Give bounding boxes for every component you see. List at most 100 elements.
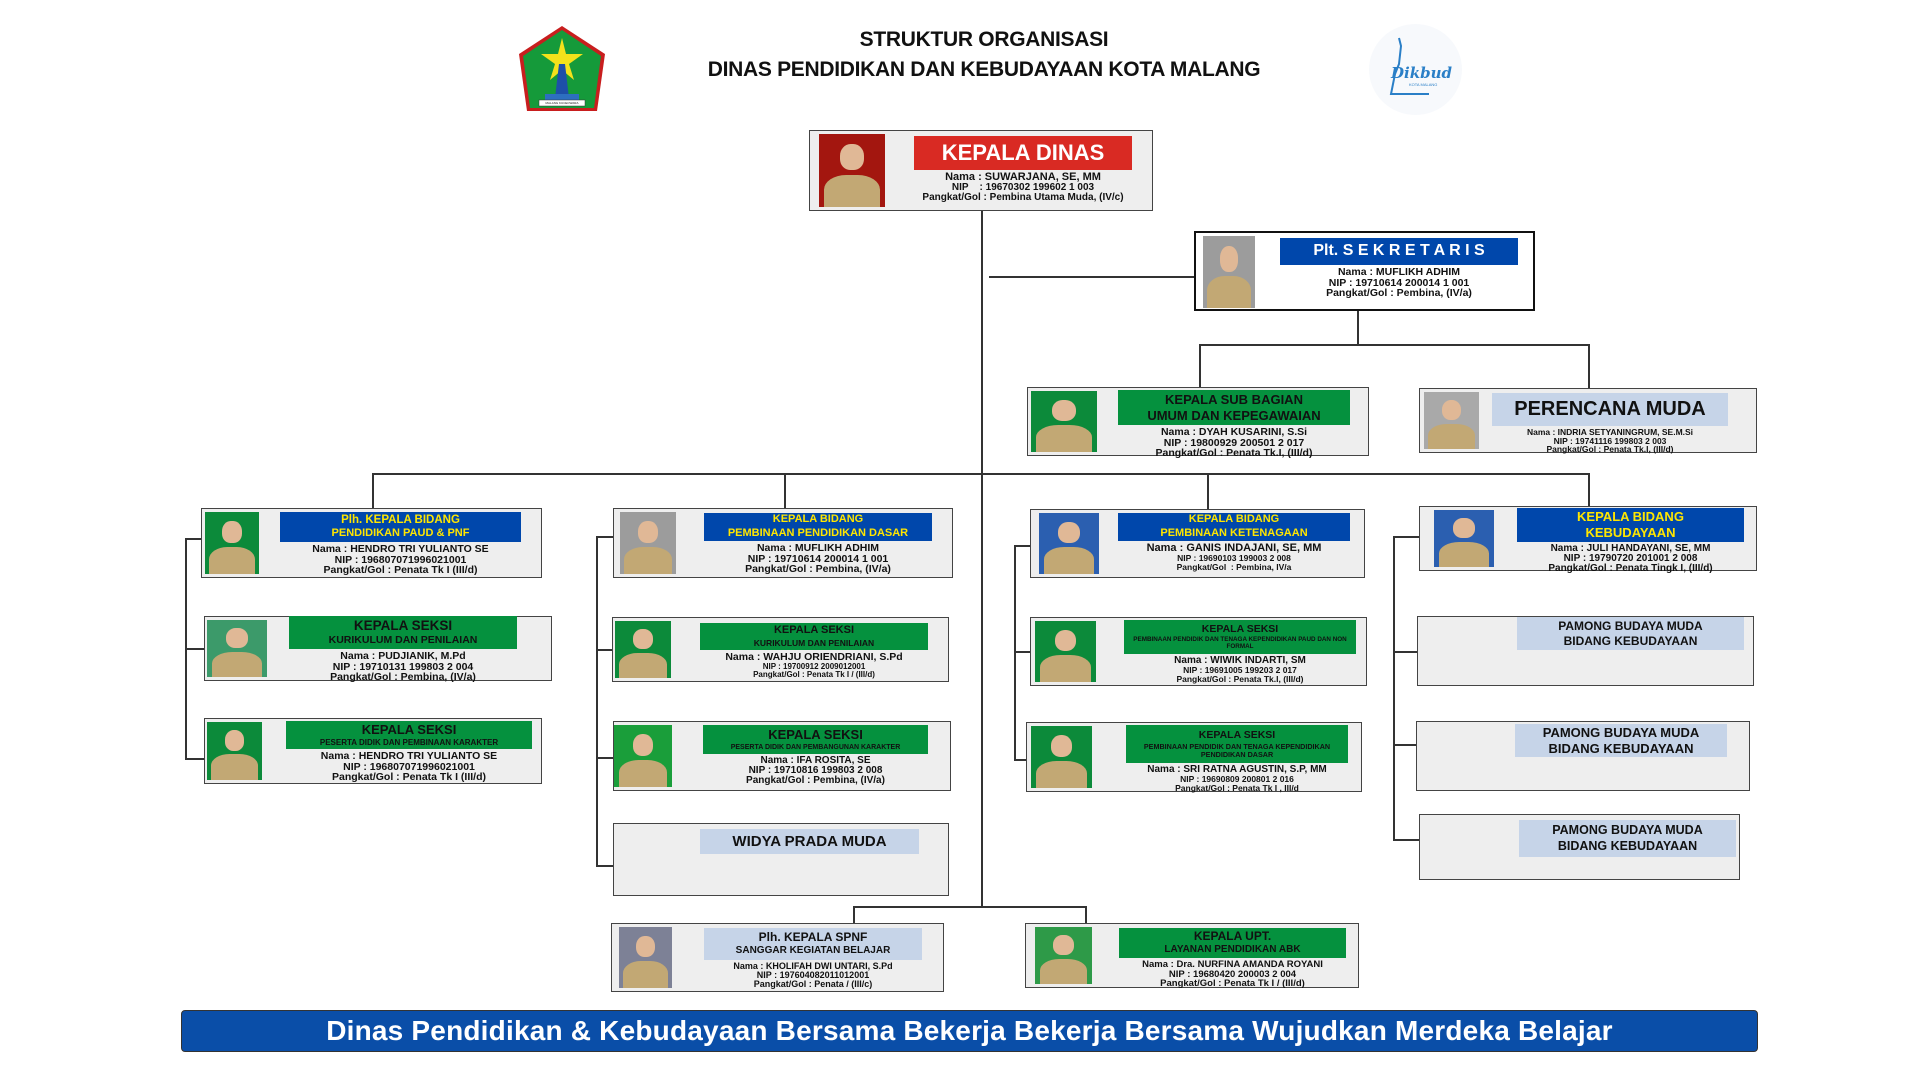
unit-subtitle: PEMBINAAN PENDIDIK DAN TENAGA KEPENDIDIK… — [1133, 635, 1347, 650]
photo — [1031, 726, 1092, 788]
photo-body — [618, 759, 668, 787]
official-nip: NIP : 19710614 200014 1 001 — [1328, 276, 1470, 289]
unit-subtitle: KURIKULUM DAN PENILAIAN — [753, 637, 875, 648]
official-nip: NIP : 19710816 199803 2 008 — [748, 765, 883, 777]
photo-head — [1441, 399, 1462, 421]
photo-head — [224, 730, 245, 751]
official-nama: Nama : MUFLIKH ADHIM — [756, 542, 880, 554]
unit-title-label: Plt. S E K R E T A R I S — [1280, 238, 1518, 265]
org-unit-widya: WIDYA PRADA MUDA — [613, 823, 949, 896]
photo-body — [211, 651, 263, 677]
unit-title: PAMONG BUDAYA MUDA — [1542, 724, 1700, 740]
unit-subtitle: PESERTA DIDIK DAN PEMBANGUNAN KARAKTER — [730, 743, 901, 751]
unit-subtitle: SANGGAR KEGIATAN BELAJAR — [735, 945, 891, 957]
official-nip: NIP : 19710131 199803 2 004 — [332, 660, 474, 673]
unit-subtitle: PENDIDIKAN PAUD & PNF — [331, 527, 470, 540]
unit-title: Plh. KEPALA BIDANG — [341, 514, 460, 527]
official-pangkat: Pangkat/Gol : Penata Tk I (III/d) — [323, 564, 478, 577]
photo-body — [209, 546, 255, 574]
connector-line — [1199, 344, 1588, 346]
photo-head — [1052, 399, 1076, 422]
photo-head — [637, 520, 659, 543]
connector-line — [1393, 744, 1416, 746]
photo — [1035, 621, 1096, 682]
photo — [1434, 510, 1494, 567]
slogan-banner: Dinas Pendidikan & Kebudayaan Bersama Be… — [181, 1010, 1758, 1052]
connector-line — [784, 473, 786, 508]
official-nip: NIP : 19741116 199803 2 003 — [1553, 435, 1667, 446]
photo-head — [1054, 629, 1077, 652]
connector-line — [185, 648, 204, 650]
photo-body — [623, 961, 668, 988]
connector-line — [1014, 759, 1026, 761]
photo — [619, 927, 672, 988]
official-nama: Nama : JULI HANDAYANI, SE, MM — [1550, 543, 1711, 554]
unit-subtitle: LAYANAN PENDIDIKAN ABK — [1164, 944, 1301, 956]
unit-subtitle: PEMBINAAN KETENAGAAN — [1160, 527, 1308, 539]
connector-line — [372, 473, 374, 508]
unit-title: KEPALA BIDANG — [1188, 513, 1280, 526]
official-nip: NIP : 19690103 199003 2 008 — [1177, 553, 1291, 564]
connector-line — [1393, 651, 1417, 653]
photo-body — [211, 754, 258, 780]
official-pangkat: Pangkat/Gol : Penata Tk.I, (III/d) — [1546, 444, 1674, 455]
unit-title: KEPALA SEKSI — [768, 727, 863, 742]
official-nip: NIP : 19800929 200501 2 017 — [1163, 436, 1305, 449]
connector-line — [1014, 651, 1030, 653]
photo-head — [632, 628, 654, 650]
official-nip: NIP : 19790720 201001 2 008 — [1563, 553, 1698, 565]
official-nama: Nama : PUDJIANIK, M.Pd — [340, 650, 466, 662]
official-nama: Nama : SRI RATNA AGUSTIN, S.P, MM — [1147, 764, 1327, 775]
photo-body — [1438, 541, 1490, 567]
photo-head — [1219, 246, 1239, 272]
photo-head — [632, 733, 654, 756]
official-nama: Nama : WAHJU ORIENDRIANI, S.Pd — [725, 651, 903, 663]
official-nama: Nama : INDRIA SETYANINGRUM, SE.M.Si — [1526, 427, 1694, 437]
official-pangkat: Pangkat/Gol : Penata Tk I / (III/d) — [753, 669, 875, 679]
photo-body — [1039, 958, 1088, 984]
photo-head — [635, 935, 656, 958]
photo-head — [840, 144, 864, 171]
official-pangkat: Pangkat/Gol : Penata Tk I , III/d — [1175, 782, 1299, 793]
official-pangkat: Pangkat/Gol : Penata Tk.I, (III/d) — [1176, 673, 1304, 684]
photo — [1035, 927, 1092, 984]
logo-subtext: KOTA MALANG — [1409, 82, 1438, 87]
connector-line — [596, 865, 613, 867]
official-nip: NIP : 19691005 199203 2 017 — [1183, 665, 1297, 676]
connector-line — [185, 538, 201, 540]
connector-line — [1357, 311, 1359, 344]
connector-line — [1199, 344, 1201, 387]
official-nip: NIP : 19690809 200801 2 016 — [1180, 774, 1294, 785]
photo-head — [222, 520, 242, 543]
unit-subtitle: PESERTA DIDIK DAN PEMBINAAN KARAKTER — [319, 737, 499, 747]
unit-title: KEPALA SEKSI — [1198, 728, 1276, 741]
page-title-line2: DINAS PENDIDIKAN DAN KEBUDAYAAN KOTA MAL… — [707, 58, 1261, 81]
connector-line — [853, 906, 1085, 908]
